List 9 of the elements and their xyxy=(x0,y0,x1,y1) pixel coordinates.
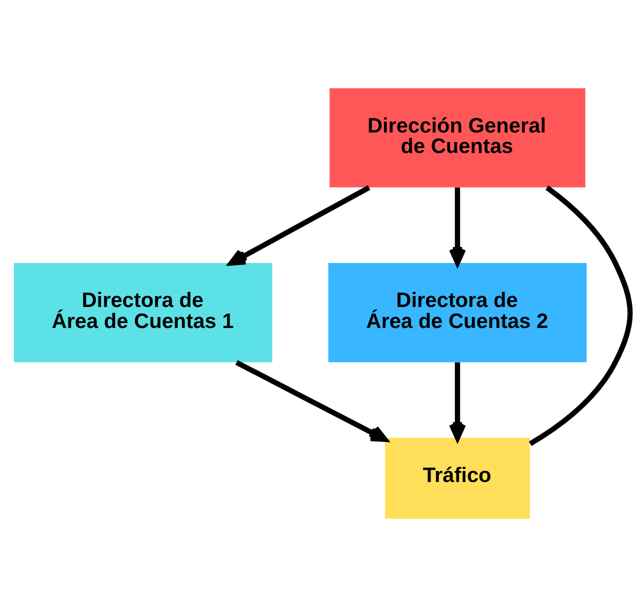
arrow xyxy=(449,188,466,266)
connector xyxy=(528,186,633,446)
arrow xyxy=(228,185,370,266)
arrow xyxy=(235,360,388,442)
node-box: Tráfico xyxy=(385,438,530,519)
node-box: Directora de Área de Cuentas 2 xyxy=(328,263,587,362)
arrow xyxy=(449,362,466,441)
node-box: Dirección General de Cuentas xyxy=(330,88,586,188)
node-box: Directora de Área de Cuentas 1 xyxy=(14,263,272,362)
